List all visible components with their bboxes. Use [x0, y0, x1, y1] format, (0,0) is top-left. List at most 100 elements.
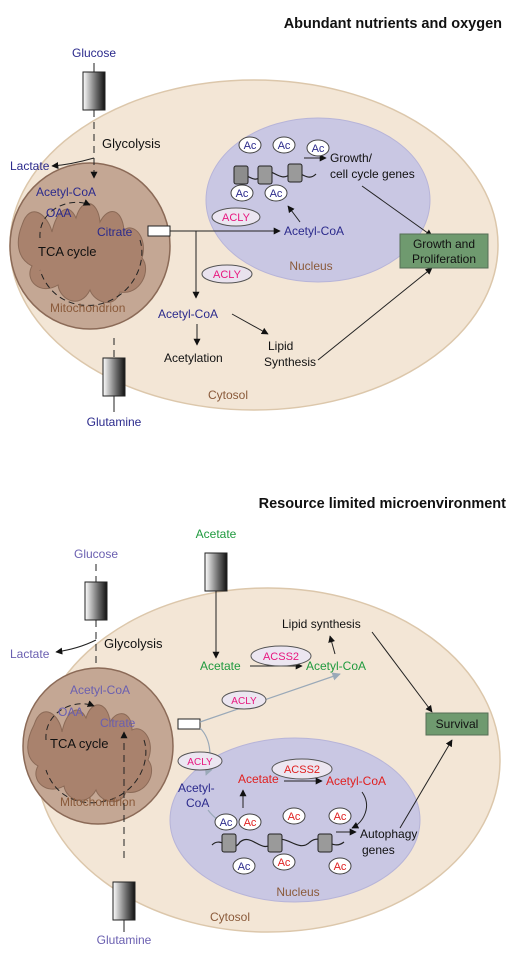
panel1-heading: Abundant nutrients and oxygen — [284, 16, 502, 32]
autophagy-label-1: Autophagy — [360, 827, 417, 841]
growth-genes-label-2: cell cycle genes — [330, 167, 415, 181]
tca-cycle-label: TCA cycle — [50, 736, 109, 751]
chromatin — [211, 828, 357, 853]
nucleosome — [221, 833, 237, 853]
panel-abundant: Abundant nutrients and oxygen Glucose Gl… — [9, 16, 502, 429]
glutamine-transporter — [112, 881, 136, 921]
acss2-cyto-badge — [250, 645, 312, 667]
glucose-transporter — [82, 71, 106, 111]
cytosol-label: Cytosol — [210, 910, 250, 924]
acetyl-marks: Ac Ac Ac Ac Ac — [230, 136, 330, 202]
acetylation-label: Acetylation — [164, 351, 223, 365]
acly-nuc-badge — [211, 207, 261, 227]
oaa-label: OAA — [46, 206, 71, 220]
lactate-label: Lactate — [10, 647, 50, 661]
nucleosome — [317, 833, 333, 853]
citrate-transporter — [147, 225, 171, 237]
ac-mark — [306, 139, 330, 157]
glucose-label: Glucose — [74, 547, 118, 561]
glutamine-label: Glutamine — [87, 415, 142, 429]
acss2-cyto-label: ACSS2 — [263, 651, 299, 663]
mitochondrion — [22, 667, 174, 825]
survival-box — [425, 712, 489, 736]
ac-mark — [214, 813, 238, 831]
acly-nuc-badge — [177, 751, 223, 771]
acly-nuc-label: ACLY — [222, 212, 251, 224]
acly-cyto-label: ACLY — [213, 269, 242, 281]
acetate-cyto-label: Acetate — [200, 659, 241, 673]
cytosol-label: Cytosol — [208, 388, 248, 402]
acetate-transporter — [204, 552, 228, 592]
acetate-top-label: Acetate — [196, 527, 237, 541]
acetyl-label-1: Acetyl- — [178, 781, 215, 795]
panel-resource-limited: Resource limited microenvironment Acetat… — [10, 496, 506, 947]
autophagy-label-2: genes — [362, 843, 395, 857]
mitochondrion-label: Mitochondrion — [50, 301, 125, 315]
citrate-label: Citrate — [97, 225, 133, 239]
acetyl-coa-cyto: Acetyl-CoA — [306, 659, 366, 673]
ac-mark — [230, 184, 254, 202]
tca-cycle-label: TCA cycle — [38, 244, 97, 259]
ac-mark — [272, 136, 296, 154]
oaa-label: OAA — [58, 705, 83, 719]
glutamine-label: Glutamine — [97, 933, 152, 947]
ac-mark — [328, 857, 352, 875]
synthesis-label: Synthesis — [264, 355, 316, 369]
nucleosome — [257, 165, 273, 185]
glucose-label: Glucose — [72, 46, 116, 60]
svg-text:Ac: Ac — [312, 143, 325, 155]
acetate-nuc-label: Acetate — [238, 772, 279, 786]
svg-text:Ac: Ac — [270, 188, 283, 200]
panel2-heading: Resource limited microenvironment — [259, 496, 507, 512]
nucleosome — [287, 163, 303, 183]
nucleus-label: Nucleus — [289, 259, 332, 273]
svg-text:Ac: Ac — [278, 857, 291, 869]
glycolysis-label: Glycolysis — [104, 636, 163, 651]
glucose-transporter — [84, 581, 108, 621]
lipid-synthesis-label: Lipid synthesis — [282, 617, 361, 631]
ac-mark — [282, 807, 306, 825]
growth-box-line2: Proliferation — [412, 252, 476, 266]
acly-cyto-label: ACLY — [231, 696, 257, 707]
svg-text:Ac: Ac — [238, 861, 251, 873]
acss2-nuc-label: ACSS2 — [284, 764, 320, 776]
nucleosome — [233, 165, 249, 185]
acetyl-coa-mito: Acetyl-CoA — [70, 683, 130, 697]
acetyl-marks: Ac Ac Ac Ac Ac Ac Ac — [214, 807, 352, 875]
svg-text:Ac: Ac — [334, 861, 347, 873]
acetyl-coa-cyto: Acetyl-CoA — [158, 307, 218, 321]
growth-proliferation-box — [399, 233, 489, 269]
acetyl-coa-nuc: Acetyl-CoA — [284, 224, 344, 238]
survival-label: Survival — [436, 717, 479, 731]
growth-box-line1: Growth and — [413, 237, 475, 251]
mitochondrion — [9, 162, 171, 330]
acetyl-label-2: CoA — [186, 796, 209, 810]
acly-nuc-label: ACLY — [187, 757, 213, 768]
nucleosome — [267, 833, 283, 853]
lipid-label: Lipid — [268, 339, 293, 353]
acly-cyto-badge — [201, 264, 253, 284]
ac-mark — [238, 136, 262, 154]
acss2-nuc-badge — [271, 758, 333, 780]
ac-mark — [264, 184, 288, 202]
nucleus-label: Nucleus — [276, 885, 319, 899]
svg-text:Ac: Ac — [220, 817, 233, 829]
acetyl-coa-mito: Acetyl-CoA — [36, 185, 96, 199]
citrate-label: Citrate — [100, 716, 136, 730]
ac-mark — [328, 807, 352, 825]
lactate-label: Lactate — [10, 159, 50, 173]
svg-text:Ac: Ac — [244, 817, 257, 829]
svg-text:Ac: Ac — [288, 811, 301, 823]
mitochondrion-label: Mitochondrion — [60, 795, 135, 809]
svg-text:Ac: Ac — [278, 140, 291, 152]
nucleus — [205, 117, 431, 283]
ac-mark — [232, 857, 256, 875]
acly-cyto-badge — [221, 690, 267, 710]
svg-text:Ac: Ac — [236, 188, 249, 200]
ac-mark — [272, 853, 296, 871]
citrate-transporter — [177, 718, 201, 730]
growth-genes-label-1: Growth/ — [330, 151, 373, 165]
glycolysis-label: Glycolysis — [102, 136, 161, 151]
svg-text:Ac: Ac — [244, 140, 257, 152]
